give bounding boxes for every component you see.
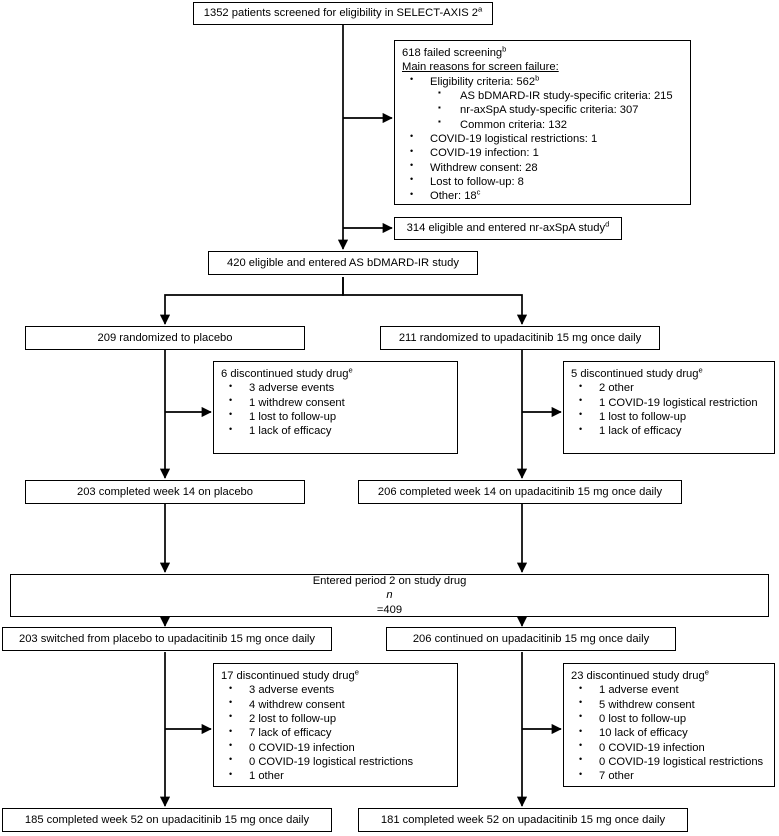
node-discontinued-period2-switched: 17 discontinued study druge 3 adverse ev…: [213, 663, 458, 787]
node-switched-placebo-to-upadacitinib: 203 switched from placebo to upadacitini…: [2, 627, 332, 651]
period2-n-value: =409: [376, 603, 403, 616]
list-item: 1 COVID-19 logistical restriction: [571, 395, 768, 410]
node-completed-week52-switched: 185 completed week 52 on upadacitinib 15…: [2, 808, 332, 832]
node-screened-label: 1352 patients screened for eligibility i…: [203, 4, 483, 20]
node-randomized-placebo-label: 209 randomized to placebo: [97, 331, 233, 344]
footnote-marker-e: e: [704, 667, 709, 677]
list-item: 7 other: [571, 769, 768, 783]
node-switched-label: 203 switched from placebo to upadacitini…: [18, 632, 316, 645]
disc-p1-placebo-list: 3 adverse events 1 withdrew consent 1 lo…: [221, 381, 451, 438]
list-item: 1 withdrew consent: [221, 395, 451, 410]
list-item: 2 lost to follow-up: [221, 711, 451, 726]
screen-failure-header: 618 failed screeningb: [402, 44, 507, 59]
node-discontinued-period2-continued: 23 discontinued study druge 1 adverse ev…: [563, 663, 775, 787]
list-item: 3 adverse events: [221, 381, 451, 395]
period2-line1: Entered period 2 on study drug: [312, 575, 467, 588]
footnote-marker-e: e: [698, 365, 703, 375]
footnote-marker-c: c: [476, 187, 481, 197]
node-completed-week14-placebo-label: 203 completed week 14 on placebo: [76, 485, 254, 498]
list-item: 1 adverse event: [571, 683, 768, 697]
list-item: 4 withdrew consent: [221, 697, 451, 712]
node-discontinued-period1-placebo: 6 discontinued study druge 3 adverse eve…: [213, 361, 458, 454]
screen-failure-reason-list: Eligibility criteria: 562b AS bDMARD-IR …: [402, 72, 684, 204]
eligibility-criteria-sublist: AS bDMARD-IR study-specific criteria: 21…: [430, 88, 684, 132]
footnote-marker-a: a: [478, 4, 483, 14]
list-item: 5 withdrew consent: [571, 697, 768, 712]
node-randomized-upadacitinib-label: 211 randomized to upadacitinib 15 mg onc…: [398, 331, 642, 344]
list-item: 10 lack of efficacy: [571, 726, 768, 740]
node-nraxspa-entered: 314 eligible and entered nr-axSpA studyd: [394, 217, 622, 240]
node-continued-label: 206 continued on upadacitinib 15 mg once…: [412, 632, 650, 645]
period2-line2: n=409: [11, 588, 768, 617]
list-item: 1 lack of efficacy: [221, 424, 451, 438]
list-item: Withdrew consent: 28: [402, 160, 684, 175]
footnote-marker-e: e: [348, 365, 353, 375]
node-screen-failure: 618 failed screeningb Main reasons for s…: [394, 40, 691, 205]
footnote-marker-b: b: [535, 72, 540, 82]
node-randomized-upadacitinib: 211 randomized to upadacitinib 15 mg onc…: [380, 326, 660, 350]
period2-text-stack: Entered period 2 on study drug n=409: [11, 574, 768, 617]
node-completed-week14-upadacitinib-label: 206 completed week 14 on upadacitinib 15…: [377, 485, 663, 498]
node-randomized-placebo: 209 randomized to placebo: [25, 326, 305, 350]
list-item: AS bDMARD-IR study-specific criteria: 21…: [430, 88, 684, 103]
footnote-marker-b: b: [502, 44, 507, 54]
list-item: 0 COVID-19 infection: [571, 740, 768, 755]
list-item: 1 lost to follow-up: [221, 409, 451, 424]
node-discontinued-period1-upadacitinib: 5 discontinued study druge 2 other 1 COV…: [563, 361, 775, 454]
footnote-marker-e: e: [354, 667, 359, 677]
period2-n-symbol: n: [386, 589, 393, 602]
disc-p2-switched-list: 3 adverse events 4 withdrew consent 2 lo…: [221, 683, 451, 783]
list-item: Common criteria: 132: [430, 117, 684, 132]
node-as-entered: 420 eligible and entered AS bDMARD-IR st…: [208, 251, 478, 275]
list-item: 1 lack of efficacy: [571, 424, 768, 438]
disc-p1-upa-list: 2 other 1 COVID-19 logistical restrictio…: [571, 381, 768, 438]
node-entered-period2: Entered period 2 on study drug n=409: [10, 574, 769, 617]
disc-p2-continued-header: 23 discontinued study druge: [571, 667, 709, 682]
list-item: COVID-19 infection: 1: [402, 146, 684, 160]
node-screened: 1352 patients screened for eligibility i…: [193, 2, 493, 25]
list-item: 0 COVID-19 logistical restrictions: [221, 754, 451, 769]
footnote-marker-d: d: [605, 219, 610, 229]
node-completed-week52-switched-label: 185 completed week 52 on upadacitinib 15…: [24, 813, 310, 826]
node-completed-week14-placebo: 203 completed week 14 on placebo: [25, 480, 305, 504]
list-item: 7 lack of efficacy: [221, 726, 451, 740]
node-continued-upadacitinib: 206 continued on upadacitinib 15 mg once…: [386, 627, 676, 651]
node-completed-week52-continued: 181 completed week 52 on upadacitinib 15…: [358, 808, 688, 832]
list-item: 1 other: [221, 769, 451, 783]
connector-as-to-placebo: [159, 277, 344, 325]
list-item: 0 lost to follow-up: [571, 711, 768, 726]
node-completed-week52-continued-label: 181 completed week 52 on upadacitinib 15…: [380, 813, 666, 826]
list-item: Other: 18c: [402, 187, 684, 203]
disc-p1-placebo-header: 6 discontinued study druge: [221, 365, 353, 380]
disc-p2-switched-header: 17 discontinued study druge: [221, 667, 359, 682]
list-item: COVID-19 logistical restrictions: 1: [402, 131, 684, 146]
node-completed-week14-upadacitinib: 206 completed week 14 on upadacitinib 15…: [358, 480, 682, 504]
list-item: Lost to follow-up: 8: [402, 174, 684, 189]
list-item: nr-axSpA study-specific criteria: 307: [430, 103, 684, 117]
screen-failure-subheader: Main reasons for screen failure:: [402, 61, 559, 74]
list-item: 2 other: [571, 381, 768, 395]
node-nraxspa-label: 314 eligible and entered nr-axSpA studyd: [406, 219, 610, 235]
list-item: Eligibility criteria: 562b AS bDMARD-IR …: [402, 72, 684, 132]
list-item: 0 COVID-19 infection: [221, 740, 451, 755]
disc-p1-upa-header: 5 discontinued study druge: [571, 365, 703, 380]
disc-p2-continued-list: 1 adverse event 5 withdrew consent 0 los…: [571, 683, 768, 783]
connector-as-to-upa: [342, 277, 528, 325]
list-item: 0 COVID-19 logistical restrictions: [571, 754, 768, 769]
node-as-entered-label: 420 eligible and entered AS bDMARD-IR st…: [227, 256, 459, 269]
list-item: 3 adverse events: [221, 683, 451, 697]
list-item: 1 lost to follow-up: [571, 409, 768, 424]
